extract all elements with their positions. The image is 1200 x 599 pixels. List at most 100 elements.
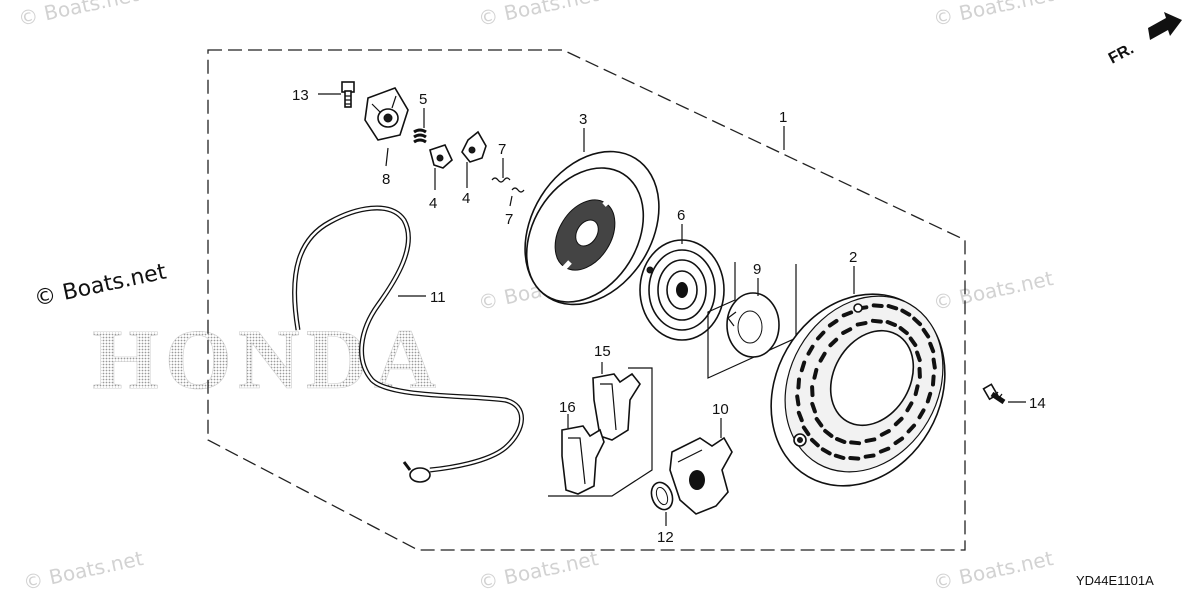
vent-slot xyxy=(809,437,820,448)
vent-slot xyxy=(898,326,909,336)
callout-8: 8 xyxy=(382,171,390,188)
part-10-starter-grip xyxy=(669,436,733,515)
callout-7: 7 xyxy=(498,141,506,158)
callout-2: 2 xyxy=(849,249,857,266)
part-13-bolt xyxy=(341,81,355,108)
vent-slot xyxy=(917,408,926,420)
vent-slot xyxy=(812,367,819,380)
watermark: © Boats.net xyxy=(21,546,145,595)
callout-16: 16 xyxy=(559,399,576,416)
callout-4: 4 xyxy=(429,195,437,212)
callout-3: 3 xyxy=(579,111,587,128)
front-direction-indicator: FR. xyxy=(1106,12,1182,68)
vent-slot xyxy=(905,401,914,413)
vent-slot xyxy=(834,437,847,444)
callout-6: 6 xyxy=(677,207,685,224)
part-4-ratchet-pawl xyxy=(461,130,487,163)
vent-slot xyxy=(863,453,876,459)
part-9-bracket-outline xyxy=(707,262,797,379)
vent-slot xyxy=(878,446,891,454)
vent-slot xyxy=(893,436,905,446)
vent-slot xyxy=(810,401,817,414)
callout-15: 15 xyxy=(594,343,611,360)
part-15-16-bracket-outline xyxy=(548,367,653,497)
callout-14: 14 xyxy=(1029,395,1046,412)
callout-9: 9 xyxy=(753,261,761,278)
vent-slot xyxy=(893,416,904,427)
callout-11: 11 xyxy=(430,289,446,306)
leader-lines xyxy=(318,93,1026,526)
vent-slot xyxy=(917,366,922,379)
vent-slot xyxy=(906,423,917,434)
vent-slot xyxy=(870,318,883,324)
part-6-recoil-spring xyxy=(639,239,725,341)
vent-slot xyxy=(818,351,827,363)
vent-slot xyxy=(827,318,839,328)
vent-slot xyxy=(885,320,898,327)
watermark: © Boats.net xyxy=(16,0,140,31)
vent-slot xyxy=(879,429,891,437)
watermark: © Boats.net xyxy=(476,546,600,595)
watermark: © Boats.net xyxy=(931,266,1055,315)
diagram-code: YD44E1101A xyxy=(1076,573,1154,588)
vent-slot xyxy=(828,337,839,348)
vent-slot xyxy=(912,316,923,327)
vent-slot xyxy=(864,437,877,443)
callout-12: 12 xyxy=(657,529,674,546)
vent-slot xyxy=(915,350,922,363)
part-11-starter-rope xyxy=(292,205,524,483)
vent-slot xyxy=(801,425,811,437)
callout-4: 4 xyxy=(462,190,470,207)
front-direction-label: FR. xyxy=(1106,40,1137,67)
callout-7: 7 xyxy=(505,211,513,228)
vent-slot xyxy=(908,336,918,348)
vent-slot xyxy=(806,344,815,356)
part-4-ratchet-pawl xyxy=(429,144,453,169)
part-3-reel xyxy=(524,150,660,306)
vent-slot xyxy=(795,394,801,407)
part-15-handle xyxy=(592,372,641,441)
callout-13: 13 xyxy=(292,87,309,104)
part-7-spring xyxy=(491,177,525,193)
vent-slot xyxy=(931,374,936,387)
vent-slot xyxy=(855,321,868,327)
vent-slot xyxy=(925,391,933,404)
part-16-handle xyxy=(561,425,605,495)
vent-slot xyxy=(931,357,937,370)
vent-slot xyxy=(871,303,884,308)
vent-slot xyxy=(913,384,920,397)
vent-slot xyxy=(921,327,931,339)
vent-slot xyxy=(928,341,936,354)
brand-logo: HONDA xyxy=(92,311,442,407)
part-9-friction-plate xyxy=(726,292,780,358)
callout-1: 1 xyxy=(779,109,787,126)
vent-slot xyxy=(810,385,815,398)
vent-slot xyxy=(841,327,853,335)
front-arrow-icon xyxy=(1148,12,1182,40)
part-14-bolt xyxy=(982,383,1006,405)
assembly-boundary xyxy=(207,49,966,551)
callout-5: 5 xyxy=(419,91,427,108)
vent-slot xyxy=(814,416,824,428)
part-5-spring xyxy=(413,128,427,144)
vent-slot xyxy=(886,304,899,311)
callout-10: 10 xyxy=(712,401,729,418)
vent-slot xyxy=(900,308,912,317)
part-12-rope-guide xyxy=(650,481,674,511)
vent-slot xyxy=(823,428,834,438)
vent-slot xyxy=(820,447,832,456)
part-8-cam-plate xyxy=(364,87,409,141)
vent-slot xyxy=(796,410,804,423)
part-2-starter-case xyxy=(770,293,946,487)
vent-slot xyxy=(833,453,846,460)
vent-slot xyxy=(796,377,801,390)
vent-slot xyxy=(848,456,861,461)
watermark-main: © Boats.net xyxy=(32,259,169,311)
vent-slot xyxy=(841,310,854,318)
watermark: © Boats.net xyxy=(931,546,1055,595)
vent-slot xyxy=(849,440,862,446)
vent-slot xyxy=(799,360,807,373)
watermark: © Boats.net xyxy=(931,0,1055,31)
vent-slot xyxy=(815,330,826,341)
